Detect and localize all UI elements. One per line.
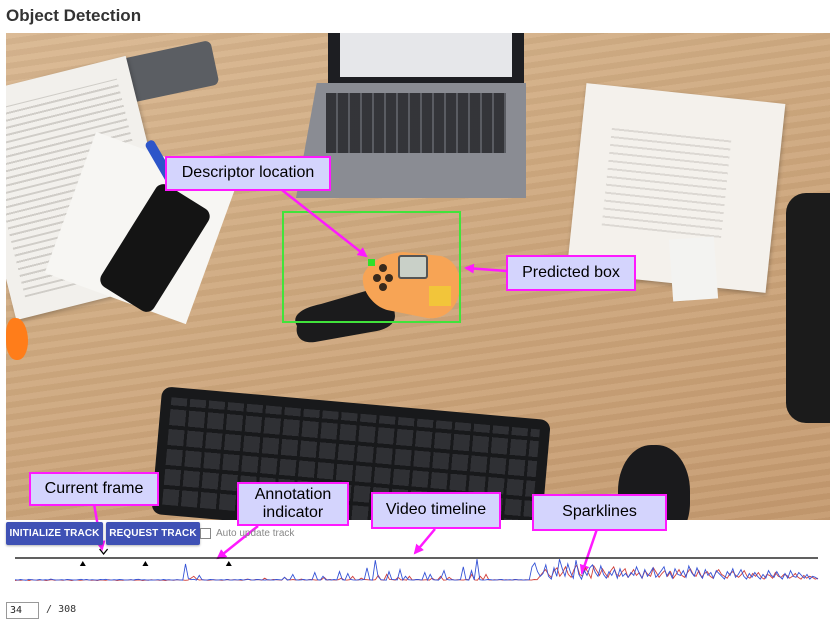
descriptor-point[interactable] <box>368 259 375 266</box>
cables-right <box>786 193 830 423</box>
arrow-annotation-indicator <box>216 525 259 560</box>
request-track-button[interactable]: REQUEST TRACK <box>106 522 200 545</box>
callout-video-timeline: Video timeline <box>371 492 501 529</box>
chevron-down-icon[interactable] <box>99 548 109 556</box>
frame-total: / 308 <box>46 604 76 615</box>
arrow-sparklines <box>579 528 599 575</box>
laptop-keyboard <box>326 93 506 153</box>
sparkline-blue <box>14 559 819 582</box>
predicted-bounding-box[interactable] <box>282 211 461 323</box>
frame-number-input[interactable]: 34 <box>6 602 39 619</box>
sparkline-red <box>14 563 819 581</box>
arrow-video-timeline <box>413 528 436 555</box>
thermometer-object <box>295 252 461 343</box>
arrow-descriptor <box>281 189 368 258</box>
callout-annotation-indicator: Annotation indicator <box>237 482 349 526</box>
laptop-screen <box>328 33 524 83</box>
triangle-up-icon[interactable] <box>79 561 86 566</box>
callout-current-frame: Current frame <box>29 472 159 506</box>
auto-update-label: Auto update track <box>216 528 295 539</box>
callout-predicted-box: Predicted box <box>506 255 636 291</box>
auto-update-checkbox[interactable] <box>200 528 211 539</box>
callout-sparklines: Sparklines <box>532 494 667 531</box>
page-title: Object Detection <box>6 6 142 25</box>
triangle-up-icon[interactable] <box>142 561 149 566</box>
arrow-predicted-box <box>464 263 508 274</box>
callout-descriptor-location: Descriptor location <box>165 156 331 191</box>
auto-update-toggle[interactable]: Auto update track <box>200 528 294 539</box>
annotation-markers <box>79 561 232 566</box>
video-timeline[interactable] <box>0 545 830 590</box>
initialize-track-button[interactable]: INITIALIZE TRACK <box>6 522 103 545</box>
frame-total-count: 308 <box>58 604 77 615</box>
frame-separator: / <box>46 604 53 615</box>
video-frame[interactable] <box>6 33 830 520</box>
triangle-up-icon[interactable] <box>225 561 232 566</box>
orange-object <box>6 318 28 360</box>
